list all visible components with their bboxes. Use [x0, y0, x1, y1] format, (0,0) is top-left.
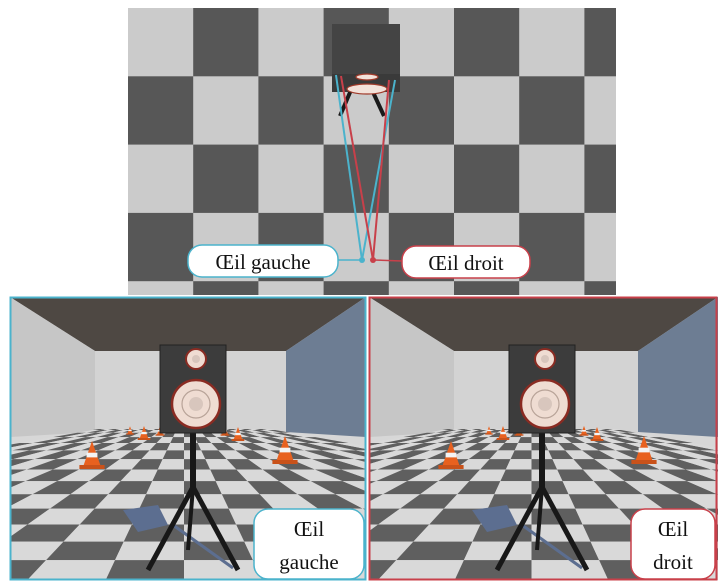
- left-eye-scene: [10, 297, 366, 580]
- top-view: Œil gauche Œil droit: [128, 8, 616, 295]
- right-eye-label-text: Œil droit: [428, 251, 503, 275]
- right-eye-label: Œil droit: [401, 245, 531, 279]
- right-eye-view-panel: Œil droit: [368, 296, 718, 581]
- speaker-top-view: [332, 24, 400, 117]
- left-panel-frame: [9, 296, 367, 581]
- right-panel-frame: [368, 296, 718, 581]
- left-panel-label: Œil gauche: [253, 508, 365, 580]
- left-eye-label-text: Œil gauche: [215, 250, 310, 274]
- right-eye-sight-lines: [340, 75, 390, 261]
- right-panel-label-line1: Œil: [658, 517, 689, 541]
- right-panel-label-line2: droit: [653, 550, 693, 574]
- left-eye-label: Œil gauche: [187, 244, 339, 278]
- right-panel-label: Œil droit: [630, 508, 716, 580]
- left-panel-label-line2: gauche: [279, 550, 338, 574]
- left-panel-label-line1: Œil: [294, 517, 325, 541]
- left-eye-view-panel: Œil gauche: [9, 296, 367, 581]
